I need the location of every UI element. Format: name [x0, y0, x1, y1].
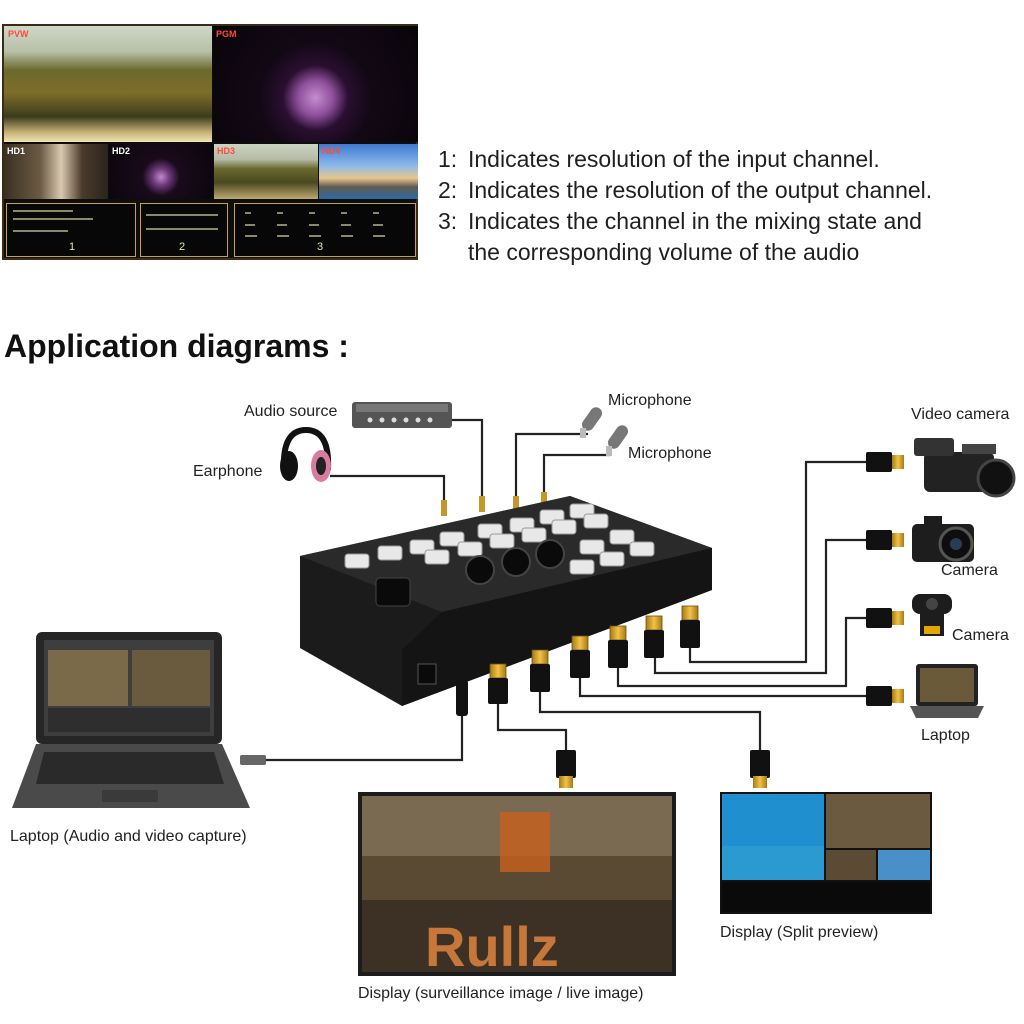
- label-camera-1: Camera: [941, 562, 998, 579]
- hd3-image: [214, 144, 318, 199]
- note-item: 2:Indicates the resolution of the output…: [438, 177, 933, 203]
- multiview-screenshot: PVW PGM HD1 HD2 HD3 HD4 1 2 3: [2, 24, 418, 260]
- webcam-icon: [912, 594, 952, 636]
- label-laptop-right: Laptop: [921, 727, 970, 744]
- cable-microphone-1: [514, 432, 588, 505]
- pgm-program-image: [213, 26, 418, 142]
- note-item: 3:Indicates the channel in the mixing st…: [438, 208, 922, 234]
- note-item: 1:Indicates resolution of the input chan…: [438, 146, 880, 172]
- pvw-tag: PVW: [8, 29, 29, 39]
- microphone-icon: [580, 407, 603, 438]
- cable-camera-1: [653, 538, 866, 675]
- label-video-camera: Video camera: [911, 406, 1010, 423]
- hdmi-plug-bodies: [456, 620, 700, 716]
- camera-icon: [912, 516, 974, 562]
- note-item: the corresponding volume of the audio: [468, 239, 860, 265]
- laptop-left-icon: [12, 632, 250, 808]
- notes-list: 1:Indicates resolution of the input chan…: [438, 144, 932, 268]
- audio-source-device: [352, 402, 452, 428]
- label-display-live: Display (surveillance image / live image…: [358, 985, 644, 1002]
- cable-camera-2: [616, 616, 866, 688]
- pvw-preview-image: [4, 26, 212, 142]
- microphone-icon: [606, 425, 629, 456]
- cable-microphone-2: [542, 453, 610, 500]
- info-panel-3-number: 3: [317, 241, 324, 253]
- hdmi-connectors: [489, 605, 699, 679]
- audio-jacks: [441, 492, 547, 516]
- usb-plug: [240, 755, 266, 765]
- pgm-tag: PGM: [216, 29, 237, 39]
- hd4-tag: HD4: [322, 146, 341, 156]
- cable-laptop-left: [265, 716, 464, 762]
- display-split-screen: [720, 792, 932, 914]
- label-microphone-2: Microphone: [628, 445, 712, 462]
- video-switcher-device: [300, 496, 712, 706]
- cable-audio-source: [452, 418, 484, 505]
- info-panel-1-number: 1: [69, 241, 76, 253]
- info-panel-1: 1: [6, 203, 136, 257]
- display-live-screen: [358, 792, 676, 976]
- section-heading: Application diagrams :: [4, 328, 349, 364]
- info-panel-3: 3: [234, 203, 416, 257]
- display-live-overlay-text: Rullz: [425, 915, 559, 978]
- label-microphone-1: Microphone: [608, 392, 692, 409]
- cables: [265, 418, 866, 762]
- hd1-tag: HD1: [7, 146, 26, 156]
- cable-display-live: [496, 700, 568, 750]
- cable-laptop-right: [578, 678, 866, 698]
- info-panel-2-number: 2: [179, 241, 186, 253]
- hd2-tag: HD2: [112, 146, 131, 156]
- label-display-split: Display (Split preview): [720, 924, 879, 941]
- label-camera-2: Camera: [952, 627, 1009, 644]
- earphone-icon: [280, 426, 332, 482]
- info-panel-2: 2: [140, 203, 228, 257]
- cable-display-split: [538, 690, 762, 750]
- cable-video-camera: [688, 460, 866, 664]
- laptop-right-icon: [910, 664, 984, 718]
- label-earphone: Earphone: [193, 463, 263, 480]
- hd2-image: [109, 144, 213, 199]
- hd3-tag: HD3: [217, 146, 236, 156]
- hdmi-plugs-displays: [556, 750, 770, 788]
- video-camera-icon: [914, 438, 1016, 498]
- label-laptop-left: Laptop (Audio and video capture): [10, 828, 247, 845]
- hdmi-plugs-right: [866, 452, 904, 706]
- cable-earphone: [330, 474, 446, 510]
- hd4-image: [319, 144, 418, 199]
- label-audio-source: Audio source: [244, 403, 338, 420]
- hd1-image: [4, 144, 108, 199]
